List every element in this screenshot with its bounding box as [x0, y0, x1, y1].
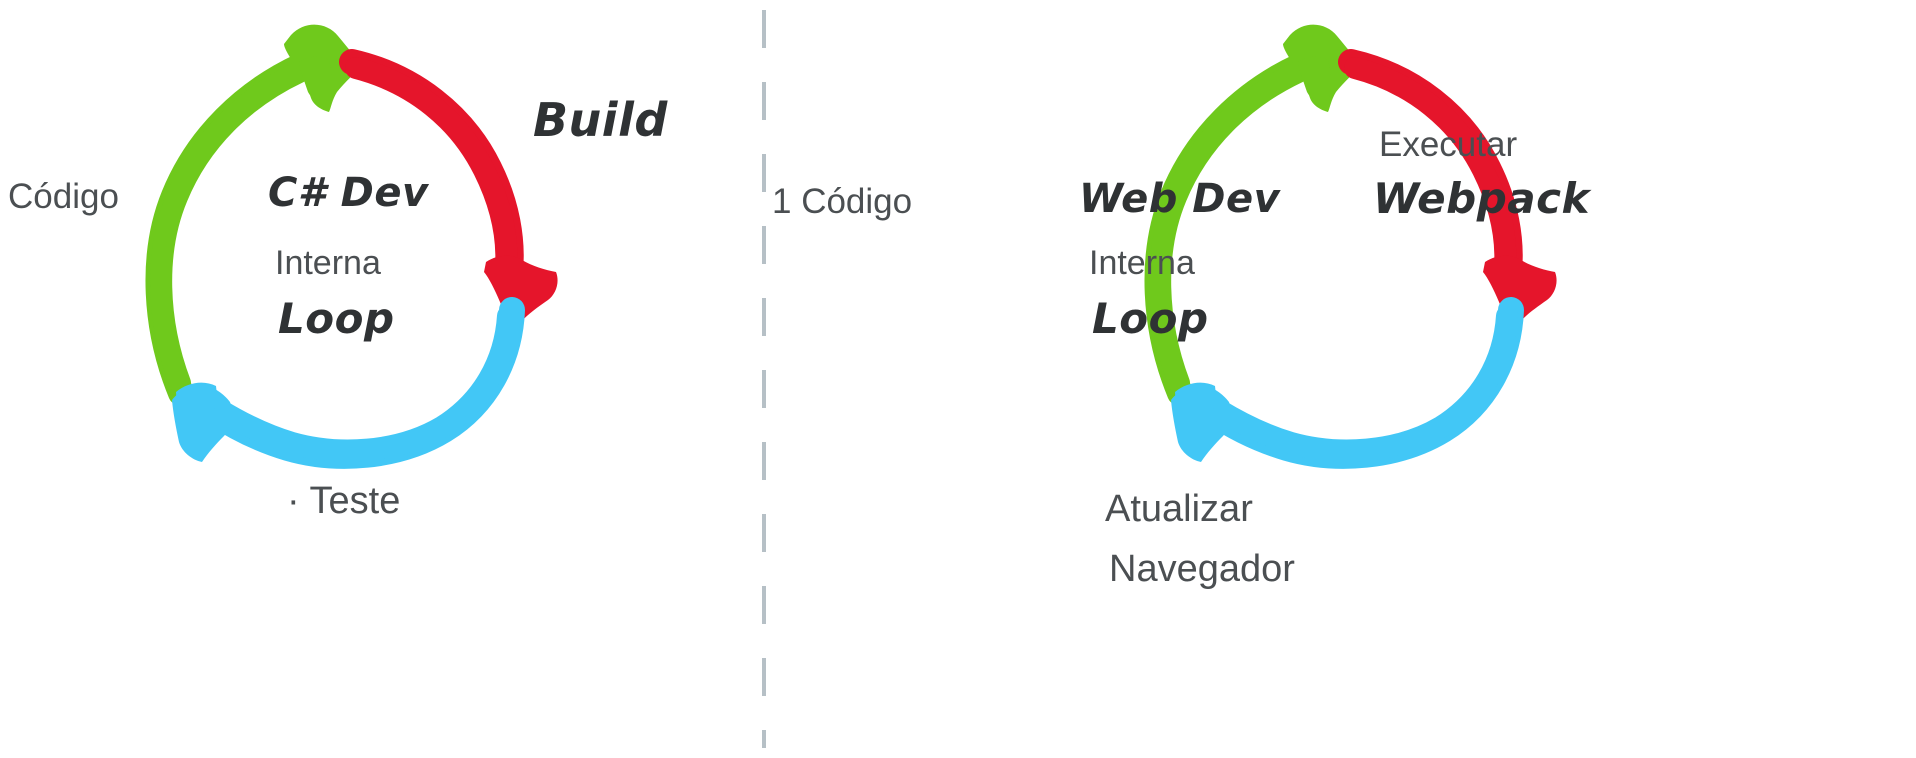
right-label-atualizar: Atualizar	[1105, 488, 1253, 530]
left-label-teste: Teste	[309, 480, 401, 522]
left-label-codigo: Código	[8, 177, 119, 216]
left-center-title: C# Dev	[268, 170, 429, 216]
left-teste-bullet-icon: ·	[287, 480, 300, 522]
right-label-navegador: Navegador	[1109, 548, 1295, 590]
cyan-arc-bottom-texture	[209, 305, 519, 462]
right-cycle-panel	[958, 0, 1916, 758]
red-arc-right-texture	[345, 57, 518, 279]
right-center-loop: Loop	[1092, 294, 1209, 343]
right-center-subtitle: Interna	[1089, 244, 1195, 282]
right-center-title: Web Dev	[1079, 176, 1281, 222]
right-loop-graphic	[1144, 24, 1557, 469]
cyan-arrowhead-tail	[176, 382, 217, 423]
green-arrowhead-tail	[299, 56, 333, 102]
red-arc-right-texture	[1344, 57, 1517, 279]
left-label-build: Build	[533, 93, 668, 147]
cyan-arrowhead-tail	[1175, 382, 1216, 423]
left-center-subtitle: Interna	[275, 244, 381, 282]
left-cycle-panel: Código Build · Teste C# Dev Interna Loop	[8, 24, 668, 522]
left-center-loop: Loop	[278, 294, 395, 343]
left-loop-graphic	[145, 24, 558, 469]
green-arrowhead-tail	[1298, 56, 1332, 102]
left-label-teste-group: · Teste	[287, 480, 401, 522]
right-label-executar: Executar	[1379, 125, 1518, 164]
right-label-codigo: 1 Código	[772, 182, 913, 221]
panel-divider	[762, 10, 766, 748]
green-arc-left-texture	[1149, 61, 1309, 394]
cyan-arc-bottom-texture	[1208, 305, 1518, 462]
green-arc-left-texture	[150, 61, 310, 394]
right-label-webpack: Webpack	[1373, 174, 1590, 223]
